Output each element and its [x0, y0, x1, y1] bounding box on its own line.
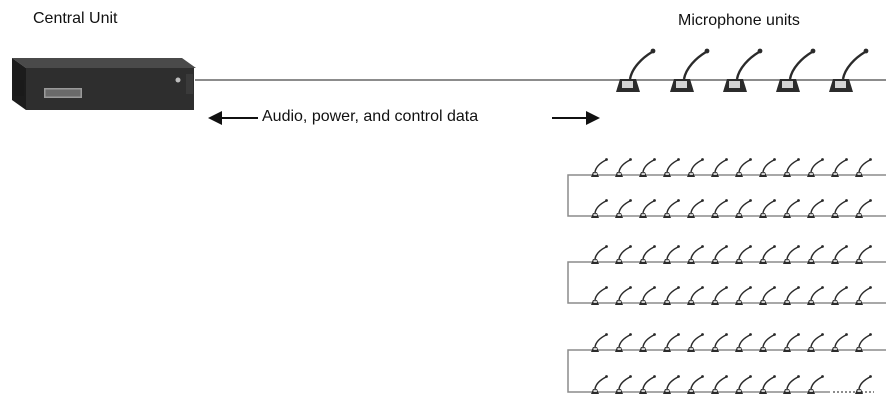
microphone-icon: [830, 285, 849, 306]
microphone-icon: [782, 332, 801, 353]
microphone-icon: [686, 374, 705, 395]
microphone-icon: [758, 332, 777, 353]
microphone-icon: [782, 157, 801, 178]
microphone-icon: [686, 244, 705, 265]
microphone-icon: [614, 374, 633, 395]
microphone-icon: [614, 332, 633, 353]
microphone-icon: [806, 285, 825, 306]
microphone-icon: [758, 198, 777, 219]
link-description-label: Audio, power, and control data: [262, 108, 479, 125]
microphone-icon: [662, 332, 681, 353]
microphone-icon: [614, 244, 633, 265]
microphone-icon: [806, 198, 825, 219]
microphone-icon: [830, 244, 849, 265]
microphone-icon: [614, 157, 633, 178]
microphone-icon: [638, 332, 657, 353]
microphone-icon: [734, 157, 753, 178]
microphone-icon: [734, 244, 753, 265]
microphone-icon: [590, 285, 609, 306]
microphone-icon: [614, 285, 633, 306]
microphone-icon: [686, 285, 705, 306]
microphone-icon: [638, 374, 657, 395]
microphone-icon: [710, 332, 729, 353]
microphone-icon: [806, 332, 825, 353]
central-unit-label: Central Unit: [33, 10, 118, 27]
microphone-icon: [638, 285, 657, 306]
microphone-icon: [854, 332, 873, 353]
microphone-icon: [638, 244, 657, 265]
microphone-units-label: Microphone units: [678, 12, 800, 29]
microphone-icon: [590, 157, 609, 178]
microphone-icon: [686, 332, 705, 353]
microphone-grid: [590, 157, 873, 395]
microphone-icon: [590, 244, 609, 265]
microphone-icon: [662, 285, 681, 306]
microphone-icon: [710, 285, 729, 306]
microphone-icon: [758, 285, 777, 306]
microphone-icon: [590, 332, 609, 353]
microphone-icon: [734, 285, 753, 306]
microphone-icon: [854, 244, 873, 265]
microphone-icon: [710, 198, 729, 219]
microphone-icon: [614, 198, 633, 219]
microphone-icon: [806, 374, 825, 395]
microphone-icon: [710, 244, 729, 265]
microphone-icon: [710, 157, 729, 178]
rack-unit-icon: [12, 58, 196, 110]
microphone-icon: [758, 374, 777, 395]
microphone-icon: [854, 285, 873, 306]
microphone-icon: [734, 374, 753, 395]
microphone-icon: [662, 198, 681, 219]
microphone-icon: [662, 374, 681, 395]
microphone-icon: [782, 198, 801, 219]
right-arrow-icon: [552, 111, 600, 125]
microphone-icon: [662, 244, 681, 265]
microphone-icon: [734, 332, 753, 353]
microphone-icon: [590, 198, 609, 219]
microphone-icon: [710, 374, 729, 395]
microphone-icon: [806, 244, 825, 265]
microphone-icon: [854, 198, 873, 219]
microphone-icon: [782, 374, 801, 395]
microphone-icon: [806, 157, 825, 178]
microphone-icon: [734, 198, 753, 219]
microphone-icon: [830, 198, 849, 219]
microphone-icon: [662, 157, 681, 178]
microphone-icon: [686, 198, 705, 219]
microphone-icon: [830, 332, 849, 353]
top-microphone-row: [614, 47, 870, 94]
microphone-icon: [854, 157, 873, 178]
microphone-icon: [758, 157, 777, 178]
microphone-icon: [638, 157, 657, 178]
microphone-icon: [782, 244, 801, 265]
microphone-icon: [638, 198, 657, 219]
microphone-icon: [686, 157, 705, 178]
microphone-icon: [590, 374, 609, 395]
microphone-icon: [830, 157, 849, 178]
chain-cables: [567, 174, 886, 393]
microphone-icon: [782, 285, 801, 306]
microphone-icon: [758, 244, 777, 265]
left-arrow-icon: [208, 111, 258, 125]
